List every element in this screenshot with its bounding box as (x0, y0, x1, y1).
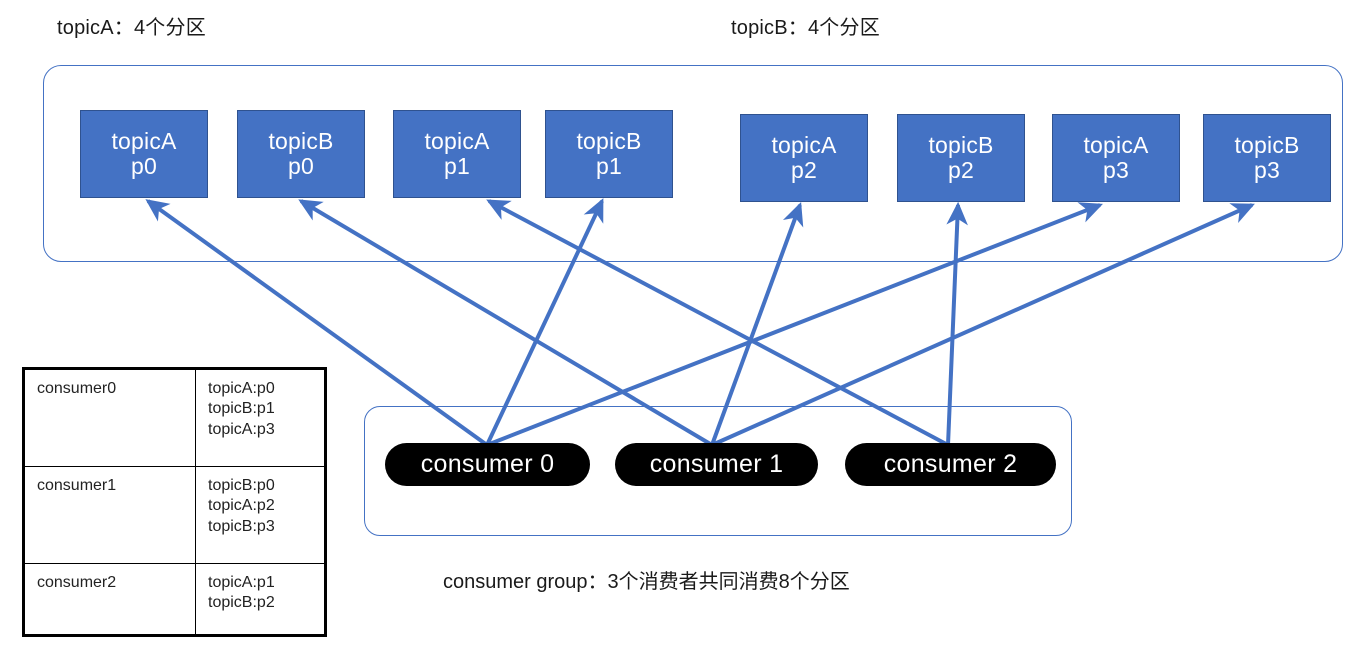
partition-index-label: p3 (1103, 157, 1129, 183)
partition-index-label: p2 (791, 157, 817, 183)
topic-a-heading: topicA：4个分区 (57, 17, 206, 39)
partition-topic-label: topicA (771, 132, 837, 159)
partition-topic-label: topicB (1234, 132, 1300, 159)
partition-topic-label: topicA (424, 128, 490, 155)
consumer-group-container (364, 406, 1072, 536)
table-cell-partition-list: topicA:p1 topicB:p2 (195, 562, 325, 636)
partition-topic-label: topicB (576, 128, 642, 155)
partition-assignment-item: topicA:p0 (208, 380, 275, 397)
partition-assignment-item: topicA:p3 (208, 420, 275, 438)
consumer-node-0[interactable]: consumer 0 (385, 443, 590, 486)
consumer-node-2[interactable]: consumer 2 (845, 443, 1056, 486)
partition-topic-label: topicA (111, 128, 177, 155)
table-cell-consumer-name: consumer1 (24, 465, 196, 564)
partition-index-label: p2 (948, 157, 974, 183)
partition-topic-label: topicB (928, 132, 994, 159)
consumer-group-caption: consumer group：3个消费者共同消费8个分区 (443, 571, 850, 593)
consumer-node-1[interactable]: consumer 1 (615, 443, 818, 486)
partition-index-label: p1 (596, 153, 622, 179)
partition-index-label: p1 (444, 153, 470, 179)
partition-index-label: p3 (1254, 157, 1280, 183)
table-cell-consumer-name: consumer0 (24, 369, 196, 467)
table-row: consumer0 topicA:p0 topicB:p1 topicA:p3 (24, 369, 325, 467)
topic-b-heading: topicB：4个分区 (731, 17, 880, 39)
partition-assignment-item: topicA:p1 (208, 573, 275, 591)
partition-assignment-item: topicA:p2 (208, 497, 275, 515)
partition-index-label: p0 (131, 153, 157, 179)
table-row: consumer1 topicB:p0 topicA:p2 topicB:p3 (24, 465, 325, 564)
table-cell-partition-list: topicB:p0 topicA:p2 topicB:p3 (195, 465, 325, 564)
table-row: consumer2 topicA:p1 topicB:p2 (24, 562, 325, 636)
partition-assignment-item: topicB:p0 (208, 476, 275, 494)
partition-topic-label: topicA (1083, 132, 1149, 159)
partition-assignment-item: topicB:p2 (208, 594, 275, 612)
table-cell-partition-list: topicA:p0 topicB:p1 topicA:p3 (195, 369, 325, 467)
partition-topic-label: topicB (268, 128, 334, 155)
partition-assignment-item: topicB:p1 (208, 400, 275, 418)
partition-index-label: p0 (288, 153, 314, 179)
partition-assignment-item: topicB:p3 (208, 517, 275, 535)
table-cell-consumer-name: consumer2 (24, 562, 196, 636)
